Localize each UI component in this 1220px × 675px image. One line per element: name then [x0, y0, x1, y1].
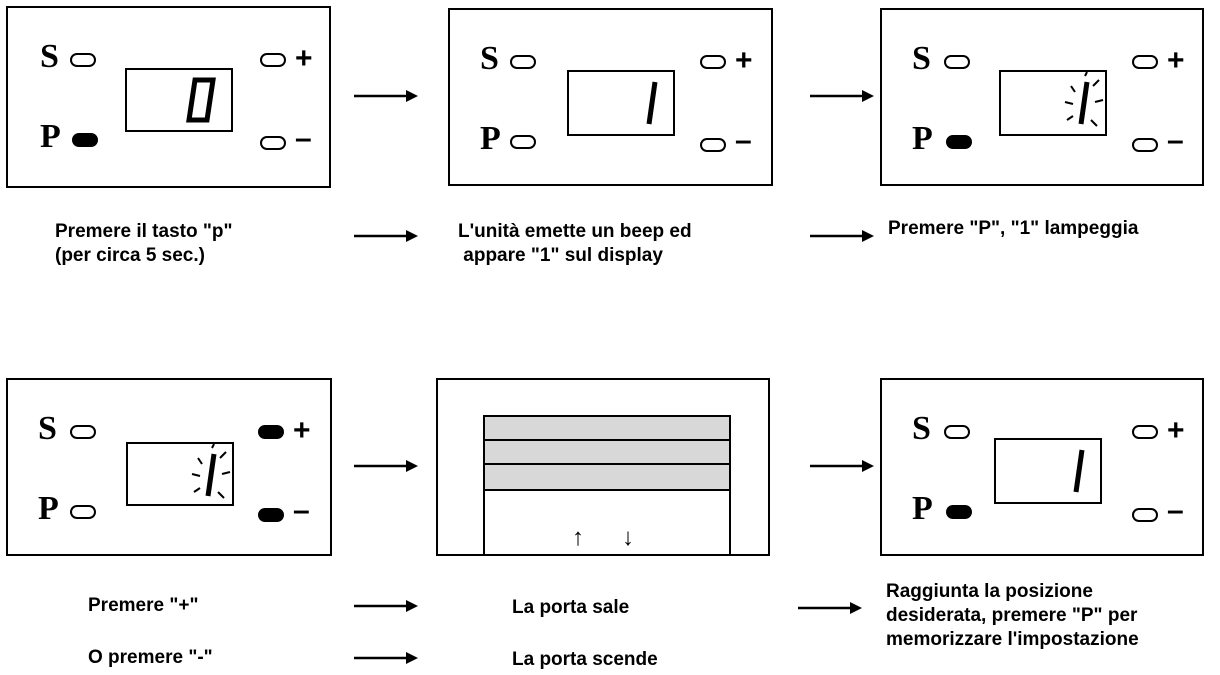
- s-button-led: [944, 425, 970, 439]
- lcd-digit-1: [646, 81, 658, 125]
- lcd-display: [125, 68, 233, 132]
- minus-label: –: [735, 124, 752, 157]
- control-panel-step-3: S P + –: [880, 8, 1204, 186]
- arrow-right-icon: [354, 460, 418, 472]
- minus-button-led: [700, 138, 726, 152]
- caption-step-1: Premere il tasto "p" (per circa 5 sec.): [55, 221, 233, 266]
- minus-button-led: [1132, 508, 1158, 522]
- plus-button-led: [260, 53, 286, 67]
- minus-button-led: [1132, 138, 1158, 152]
- p-label: P: [912, 490, 933, 527]
- plus-button-led: [1132, 55, 1158, 69]
- arrow-up-icon: ↑: [572, 524, 584, 551]
- arrow-right-icon: [354, 90, 418, 102]
- caption-step-6: Raggiunta la posizione desiderata, preme…: [886, 581, 1139, 650]
- plus-button-led: [1132, 425, 1158, 439]
- lcd-display: [567, 70, 675, 136]
- caption-step-2: L'unità emette un beep ed appare "1" sul…: [458, 221, 692, 266]
- minus-label: –: [293, 494, 310, 527]
- caption-step-4b: O premere "-": [88, 647, 213, 668]
- plus-label: +: [1167, 414, 1185, 447]
- control-panel-step-1: S P + –: [6, 6, 331, 188]
- arrow-right-icon: [810, 460, 874, 472]
- s-label: S: [912, 410, 931, 447]
- arrow-right-icon: [810, 90, 874, 102]
- control-panel-step-4: S P + –: [6, 378, 332, 556]
- p-label: P: [912, 120, 933, 157]
- caption-step-3: Premere "P", "1" lampeggia: [888, 218, 1139, 239]
- control-panel-step-6: S P + –: [880, 378, 1204, 556]
- plus-button-led: [258, 425, 284, 439]
- arrow-right-icon: [354, 600, 418, 612]
- s-button-led: [944, 55, 970, 69]
- s-label: S: [480, 40, 499, 77]
- control-panel-step-2: S P + –: [448, 8, 773, 186]
- s-button-led: [510, 55, 536, 69]
- lcd-display: [126, 442, 234, 506]
- minus-label: –: [1167, 124, 1184, 157]
- door-illustration-panel: ↑ ↓: [436, 378, 770, 556]
- s-label: S: [912, 40, 931, 77]
- minus-label: –: [295, 122, 312, 155]
- p-button-led: [946, 135, 972, 149]
- plus-label: +: [735, 44, 753, 77]
- arrow-right-icon: [354, 230, 418, 242]
- roller-door-icon: [483, 415, 731, 554]
- caption-door-up: La porta sale: [512, 597, 630, 618]
- arrow-right-icon: [798, 602, 862, 614]
- plus-button-led: [700, 55, 726, 69]
- lcd-display: [994, 438, 1102, 504]
- lcd-display: [999, 70, 1107, 136]
- p-label: P: [40, 118, 61, 155]
- p-button-led: [72, 133, 98, 147]
- p-button-led: [510, 135, 536, 149]
- s-label: S: [40, 38, 59, 75]
- lcd-digit-1: [1073, 449, 1085, 493]
- minus-button-led: [260, 136, 286, 150]
- plus-label: +: [293, 414, 311, 447]
- arrow-right-icon: [810, 230, 874, 242]
- minus-button-led: [258, 508, 284, 522]
- s-label: S: [38, 410, 57, 447]
- p-button-led: [70, 505, 96, 519]
- s-button-led: [70, 53, 96, 67]
- lcd-digit-1-blinking: [191, 444, 231, 499]
- caption-step-4a: Premere "+": [88, 595, 199, 616]
- p-label: P: [480, 120, 501, 157]
- p-label: P: [38, 490, 59, 527]
- p-button-led: [946, 505, 972, 519]
- s-button-led: [70, 425, 96, 439]
- lcd-digit-0: [186, 77, 216, 123]
- plus-label: +: [295, 42, 313, 75]
- caption-door-down: La porta scende: [512, 649, 658, 670]
- arrow-down-icon: ↓: [622, 524, 634, 551]
- arrow-right-icon: [354, 652, 418, 664]
- minus-label: –: [1167, 494, 1184, 527]
- plus-label: +: [1167, 44, 1185, 77]
- lcd-digit-1-blinking: [1064, 72, 1104, 127]
